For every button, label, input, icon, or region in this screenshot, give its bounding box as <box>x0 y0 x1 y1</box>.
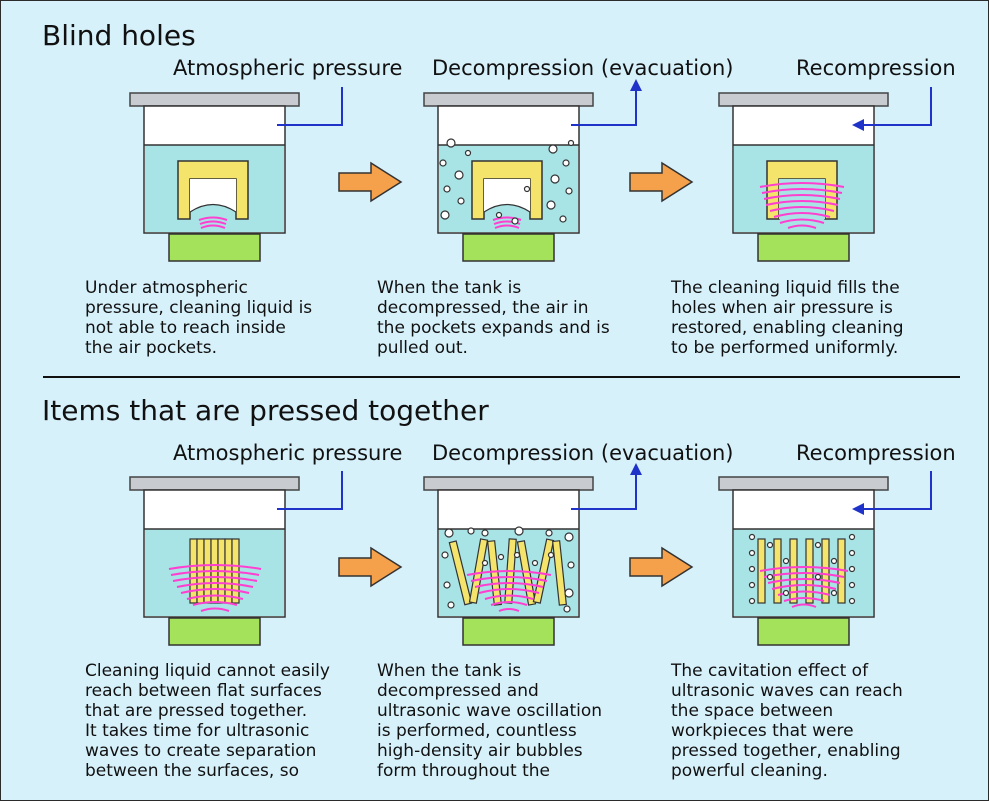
air-pocket <box>484 179 530 212</box>
air-pocket <box>190 179 236 212</box>
ultrasonic-waves <box>198 216 228 229</box>
ultrasonic-waves <box>168 564 262 612</box>
ultrasonic-transducer <box>168 233 261 262</box>
section-title-pressed-items: Items that are pressed together <box>42 394 489 427</box>
caption-decompression-blind-hole: When the tank is decompressed, the air i… <box>377 278 610 358</box>
stage-label-recompression-2: Recompression <box>796 441 956 465</box>
ultrasonic-waves <box>759 182 845 229</box>
process-arrow-2 <box>629 161 694 203</box>
ultrasonic-transducer <box>757 233 850 262</box>
air-line <box>860 87 932 126</box>
ultrasonic-transducer <box>462 233 555 262</box>
ultrasonic-waves <box>492 216 522 229</box>
process-arrow-3 <box>338 546 403 588</box>
ultrasonic-transducer <box>168 617 261 646</box>
tank-lid <box>718 92 889 107</box>
tank-recompression-pressed-items <box>718 471 932 646</box>
air-in-arrowhead <box>852 503 864 515</box>
air-out-arrowhead <box>630 463 642 475</box>
tank-lid <box>129 92 300 107</box>
air-out-arrowhead <box>630 79 642 91</box>
air-bubbles <box>439 138 575 225</box>
air-line <box>860 471 932 510</box>
air-line <box>571 85 637 126</box>
section-divider <box>43 376 960 378</box>
tank-lid <box>423 92 594 107</box>
process-arrow-1 <box>338 161 403 203</box>
tank-atmospheric-blind-hole <box>129 87 343 262</box>
tank-decompression-blind-hole <box>423 79 642 262</box>
air-bubbles <box>748 533 856 605</box>
caption-decompression-pressed-items: When the tank is decompressed and ultras… <box>377 661 603 781</box>
air-line <box>277 87 343 126</box>
tank-lid <box>423 476 594 491</box>
caption-atmospheric-pressed-items: Cleaning liquid cannot easily reach betw… <box>85 661 330 781</box>
air-bubbles <box>441 526 575 613</box>
stage-label-decompression-2: Decompression (evacuation) <box>432 441 734 465</box>
tank-recompression-blind-hole <box>718 87 932 262</box>
ultrasonic-transducer <box>757 617 850 646</box>
section-title-blind-holes: Blind holes <box>42 19 196 52</box>
tank-lid <box>718 476 889 491</box>
ultrasonic-transducer <box>462 617 555 646</box>
stage-label-decompression: Decompression (evacuation) <box>432 56 734 80</box>
air-line <box>277 471 343 510</box>
stage-label-atmospheric: Atmospheric pressure <box>173 56 403 80</box>
ultrasonic-waves <box>466 570 552 612</box>
process-arrow-4 <box>629 546 694 588</box>
tank-decompression-pressed-items <box>423 463 642 646</box>
stage-label-recompression: Recompression <box>796 56 956 80</box>
ultrasonic-waves <box>759 566 849 608</box>
air-in-arrowhead <box>852 119 864 131</box>
air-line <box>571 469 637 510</box>
caption-atmospheric-blind-hole: Under atmospheric pressure, cleaning liq… <box>85 278 313 358</box>
tank-lid <box>129 476 300 491</box>
caption-recompression-pressed-items: The cavitation effect of ultrasonic wave… <box>671 661 903 781</box>
stage-label-atmospheric-2: Atmospheric pressure <box>173 441 403 465</box>
caption-recompression-blind-hole: The cleaning liquid fills the holes when… <box>671 278 904 358</box>
tank-atmospheric-pressed-items <box>129 471 343 646</box>
